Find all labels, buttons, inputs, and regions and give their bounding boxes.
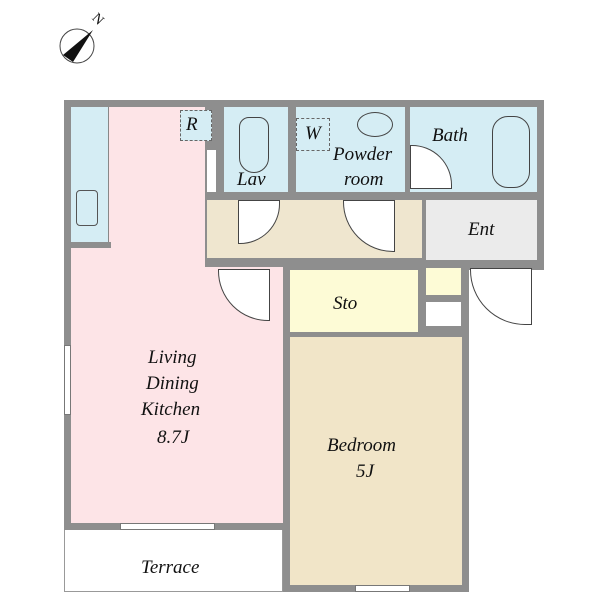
bath-label: Bath bbox=[432, 125, 468, 146]
washbasin-icon bbox=[357, 112, 393, 137]
room-entrance bbox=[426, 200, 537, 260]
window-ldk-side bbox=[64, 345, 71, 415]
bathtub-icon bbox=[492, 116, 530, 188]
ent-label: Ent bbox=[468, 219, 495, 240]
window-bedroom bbox=[355, 585, 410, 592]
compass-icon bbox=[59, 28, 95, 64]
window-ldk bbox=[120, 523, 215, 530]
terrace bbox=[64, 530, 283, 592]
lav-label: Lav bbox=[237, 169, 266, 190]
ldk-label-1: Living bbox=[148, 347, 197, 368]
sto-label: Sto bbox=[333, 293, 358, 314]
fridge-label: R bbox=[186, 114, 198, 135]
toilet-icon bbox=[239, 117, 269, 173]
terrace-label: Terrace bbox=[141, 557, 200, 578]
room-storage bbox=[290, 270, 418, 332]
powder-label-1: Powder bbox=[333, 144, 393, 165]
closet-small bbox=[426, 302, 461, 326]
fridge-space bbox=[180, 110, 212, 141]
bedroom-name: Bedroom bbox=[327, 435, 396, 456]
ldk-label-2: Dining bbox=[146, 373, 199, 394]
closet bbox=[207, 150, 216, 192]
wall bbox=[71, 242, 111, 248]
lav-door[interactable] bbox=[238, 200, 280, 244]
entrance-door[interactable] bbox=[470, 268, 532, 325]
powder-label-2: room bbox=[344, 169, 384, 190]
ldk-size: 8.7J bbox=[157, 427, 190, 448]
washer-label: W bbox=[305, 123, 321, 144]
bedroom-size: 5J bbox=[356, 461, 374, 482]
sink-icon bbox=[76, 190, 98, 226]
shoe-closet bbox=[426, 268, 461, 295]
ldk-label-3: Kitchen bbox=[141, 399, 201, 420]
room-bedroom bbox=[290, 337, 462, 585]
washer-space bbox=[296, 118, 330, 151]
